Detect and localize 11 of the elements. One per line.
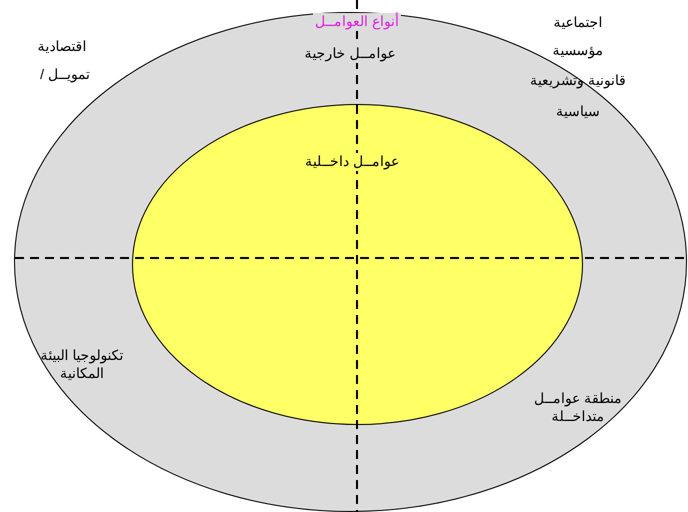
- region-label: عوامــل داخــلية: [303, 153, 401, 170]
- factor-label: تمويــل /: [40, 66, 90, 84]
- factor-label: اجتماعية: [554, 14, 602, 32]
- factor-label: سياسية: [556, 103, 600, 120]
- region-label: عوامــل خارجية: [302, 45, 398, 62]
- factor-label: منطقة عوامــل متداخــلة: [533, 390, 623, 425]
- diagram-title: أنواع العوامــل: [313, 13, 401, 30]
- factor-label: مؤسسية: [552, 42, 604, 60]
- factor-label: قانونية وتشريعية: [530, 72, 626, 90]
- factor-label: تكنولوجيا البيئة المكانية: [40, 347, 124, 382]
- factor-label: اقتصادية: [38, 38, 86, 56]
